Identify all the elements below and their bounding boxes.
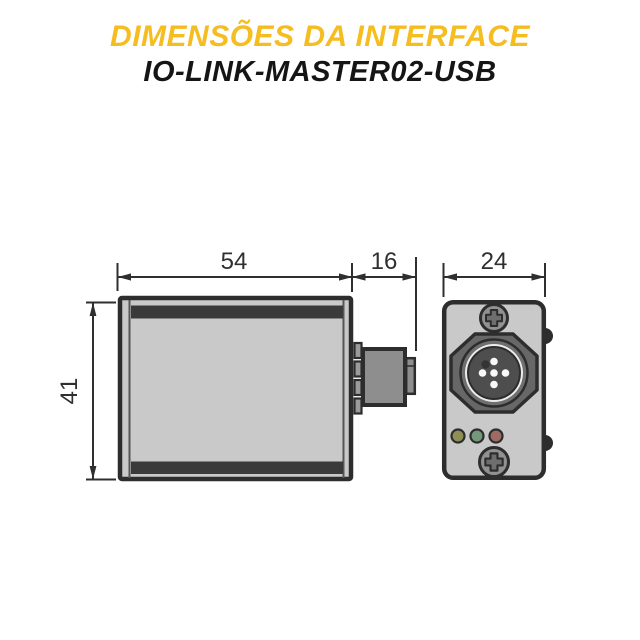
header: DIMENSÕES DA INTERFACE IO-LINK-MASTER02-… [0,20,640,89]
arrow-right-icon [531,273,545,281]
dim-body-depth [442,263,546,297]
connector-flange [353,341,363,415]
arrow-down-icon [89,466,97,480]
usb-connector-tip [404,356,417,396]
dim-label-24: 24 [481,248,508,275]
dim-body-height [86,301,116,481]
dim-label-54: 54 [221,248,248,275]
usb-connector-body [361,347,407,407]
arrow-left-icon [117,273,131,281]
status-led-yellow [450,428,466,444]
screw-top-icon [479,303,509,333]
product-name: IO-LINK-MASTER02-USB [143,56,497,88]
arrow-left-icon [443,273,457,281]
arrow-left-icon [352,273,366,281]
housing-band-bottom [131,461,343,474]
arrow-up-icon [89,302,97,316]
keying-notch [481,360,490,369]
dim-label-16: 16 [371,248,398,275]
arrow-right-icon [339,273,353,281]
status-leds [450,428,504,444]
status-led-red [488,428,504,444]
screw-bottom-icon [478,446,510,478]
m12-connector [449,332,539,414]
arrow-right-icon [402,273,416,281]
status-led-green [469,428,485,444]
connector-pin-right [501,369,510,377]
connector-pin-left [478,369,487,377]
dim-label-41: 41 [56,378,83,405]
page-title: DIMENSÕES DA INTERFACE [110,20,530,53]
side-view-housing [117,295,354,482]
front-view [441,299,553,481]
connector-pin-top [490,357,498,366]
housing-band-top [131,305,343,319]
side-view [117,295,417,482]
connector-pin-bottom [490,380,498,389]
connector-pin-center [490,369,498,377]
